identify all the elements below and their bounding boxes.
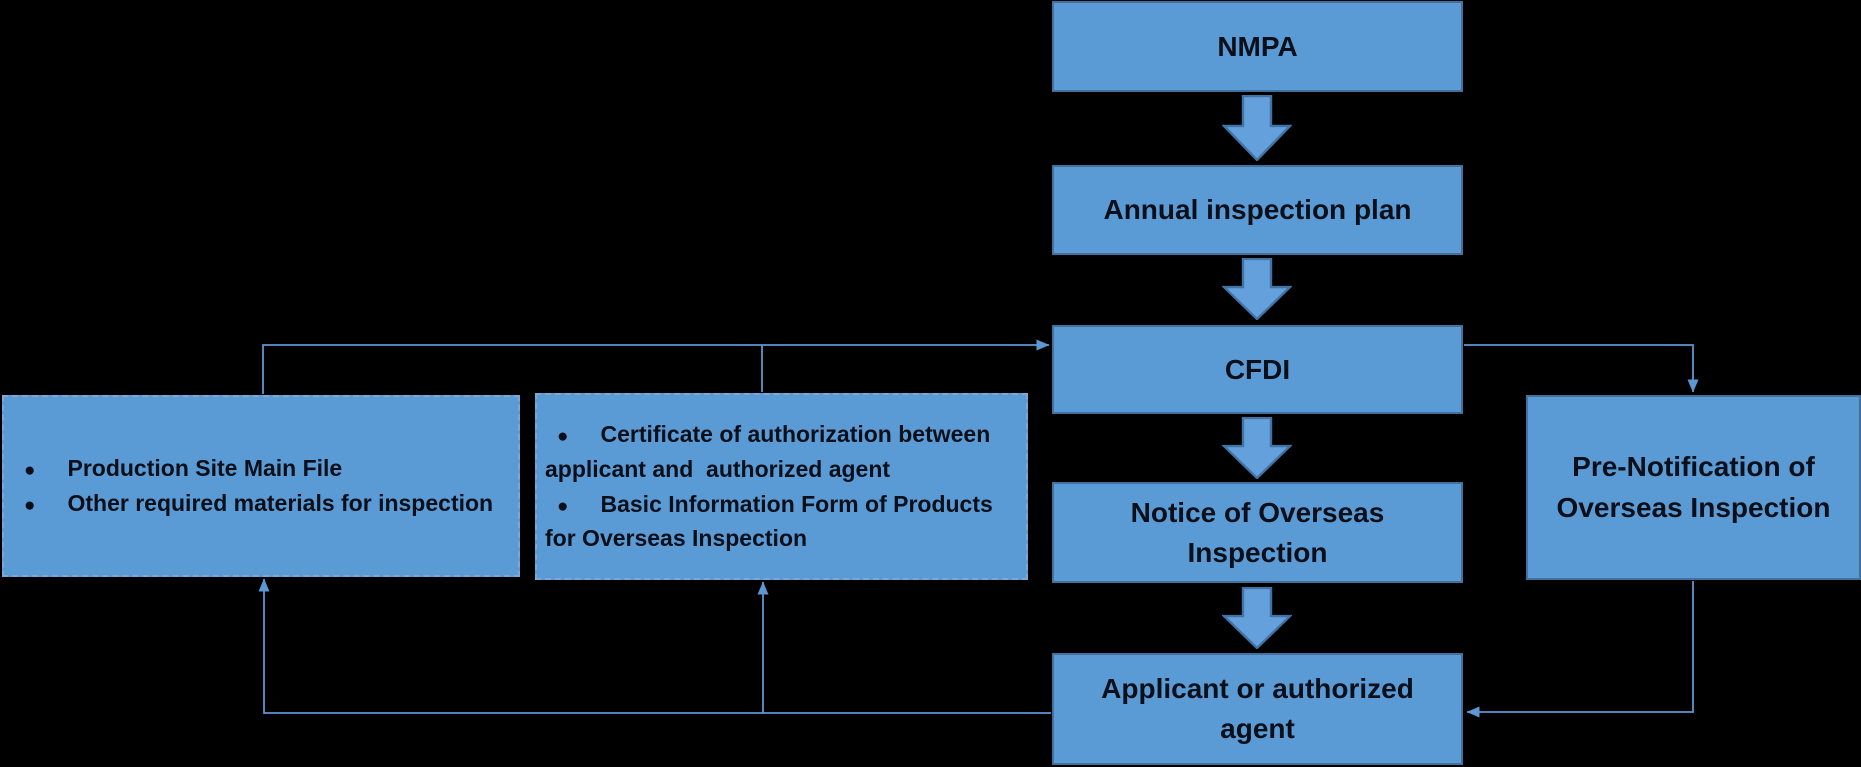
leftbox-certificate-basic-info: ●Certificate of authorization between ap… [535,393,1028,580]
node-applicant-label: Applicant or authorized agent [1101,673,1414,744]
connector-prenotification-to-applicant [1466,581,1694,718]
connector-leftboxes-to-cfdi [262,339,1050,394]
node-applicant-or-authorized-agent: Applicant or authorized agent [1052,653,1463,765]
list-item-text: Certificate of authorization between app… [545,420,997,482]
node-notice-of-overseas-inspection: Notice of Overseas Inspection [1052,482,1463,583]
list-item: ● Other required materials for inspection [12,486,510,521]
down-block-arrow-2 [1222,258,1292,320]
node-cfdi: CFDI [1052,325,1463,414]
bullet-icon: ● [557,495,569,517]
list-item: ●Basic Information Form of Products for … [545,487,1016,557]
list-item-text: Production Site Main File [67,455,343,482]
list-item-text: Basic Information Form of Products for O… [545,490,1000,552]
list-item-text: Other required materials for inspection [67,490,494,516]
leftbox-production-site-materials: ● Production Site Main File ● Other requir… [2,395,520,577]
connector-applicant-to-leftbox1 [258,578,1051,714]
node-pre-notification-label: Pre-Notification of Overseas Inspection [1556,450,1831,523]
node-pre-notification-of-overseas-inspection: Pre-Notification of Overseas Inspection [1526,395,1861,580]
connector-cfdi-to-prenotification [1464,344,1699,393]
node-notice-label: Notice of Overseas Inspection [1130,496,1385,568]
down-block-arrow-1 [1222,95,1292,161]
node-nmpa-label: NMPA [1217,30,1298,62]
bullet-icon: ● [24,495,36,516]
list-item: ● Production Site Main File [12,451,510,486]
list-item: ●Certificate of authorization between ap… [545,417,1016,487]
bullet-icon: ● [557,425,569,447]
bullet-icon: ● [24,460,36,482]
node-annual-inspection-plan: Annual inspection plan [1052,165,1463,255]
node-cfdi-label: CFDI [1224,353,1291,385]
down-block-arrow-3 [1222,417,1292,479]
node-nmpa: NMPA [1052,1,1463,92]
down-block-arrow-4 [1222,587,1292,649]
node-annual-inspection-plan-label: Annual inspection plan [1103,194,1412,226]
